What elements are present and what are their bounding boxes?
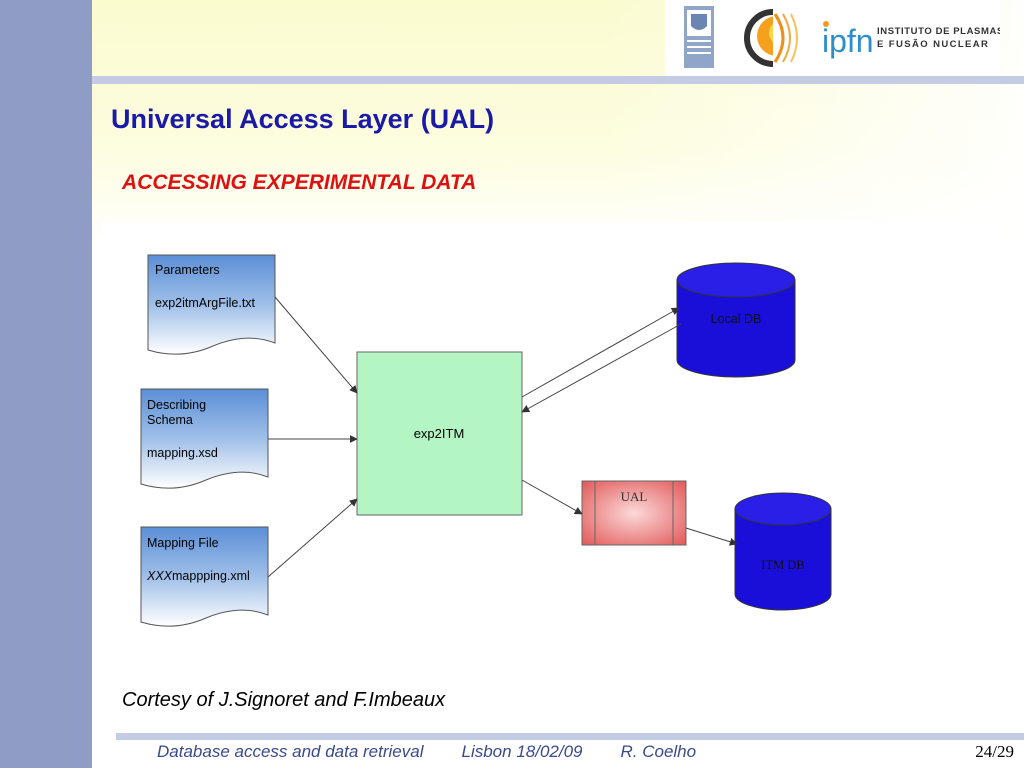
doc-mapping-title: Mapping File [147,536,219,550]
svg-text:E FUSÃO NUCLEAR: E FUSÃO NUCLEAR [877,39,989,50]
footer-author: R. Coelho [620,742,697,761]
ual-box: UAL [581,480,687,546]
ipfn-logo: ipfn INSTITUTO DE PLASMAS E FUSÃO NUCLEA… [822,21,1003,59]
sidebar-strip [0,0,92,768]
arrow-doc3-to-process [267,498,358,578]
doc-mapping: Mapping File XXXmappping.xml [140,526,269,627]
arrow-doc1-to-process [274,296,358,394]
ual-label: UAL [621,489,648,504]
footer-topic: Database access and data retrieval [157,742,424,761]
itm-db: ITM DB [734,492,832,611]
sun-logo [744,8,805,68]
page-title: Universal Access Layer (UAL) [111,104,495,134]
doc-parameters-title: Parameters [155,263,220,277]
process-exp2itm: exp2ITM [356,351,523,516]
page-number: 24/29 [975,742,1014,761]
doc-mapping-file: XXXmappping.xml [146,569,250,583]
diagram-panel: Parameters exp2itmArgFile.txt Describing… [101,222,1000,652]
doc-parameters: Parameters exp2itmArgFile.txt [147,254,276,355]
itm-db-label: ITM DB [761,558,804,572]
logo-area: ipfn INSTITUTO DE PLASMAS E FUSÃO NUCLEA… [665,0,1003,76]
data-flow-diagram: Parameters exp2itmArgFile.txt Describing… [140,254,832,627]
header-rule [92,76,1024,84]
page-subtitle: ACCESSING EXPERIMENTAL DATA [122,171,477,194]
svg-text:INSTITUTO DE PLASMAS: INSTITUTO DE PLASMAS [877,26,1000,37]
footer-event: Lisbon 18/02/09 [461,742,583,761]
arrow-process-to-ual [521,479,583,515]
arrow-process-to-localdb [521,307,680,398]
doc-schema-file: mapping.xsd [147,446,218,460]
credit-text: Cortesy of J.Signoret and F.Imbeaux [122,689,446,711]
svg-text:ipfn: ipfn [822,23,874,59]
arrow-localdb-to-process [521,323,682,413]
footer-rule [116,733,1024,740]
local-db-label: Local DB [711,312,762,326]
connectors [267,296,738,578]
doc-schema-line2: Schema [147,413,193,427]
process-exp2itm-label: exp2ITM [414,426,465,441]
doc-parameters-file: exp2itmArgFile.txt [155,296,256,310]
arrow-ual-to-itmdb [685,527,738,546]
local-db: Local DB [676,262,796,378]
footer: Database access and data retrieval Lisbon… [157,742,734,762]
doc-schema: Describing Schema mapping.xsd [140,388,269,489]
doc-schema-line1: Describing [147,398,206,412]
ist-logo [684,6,714,68]
